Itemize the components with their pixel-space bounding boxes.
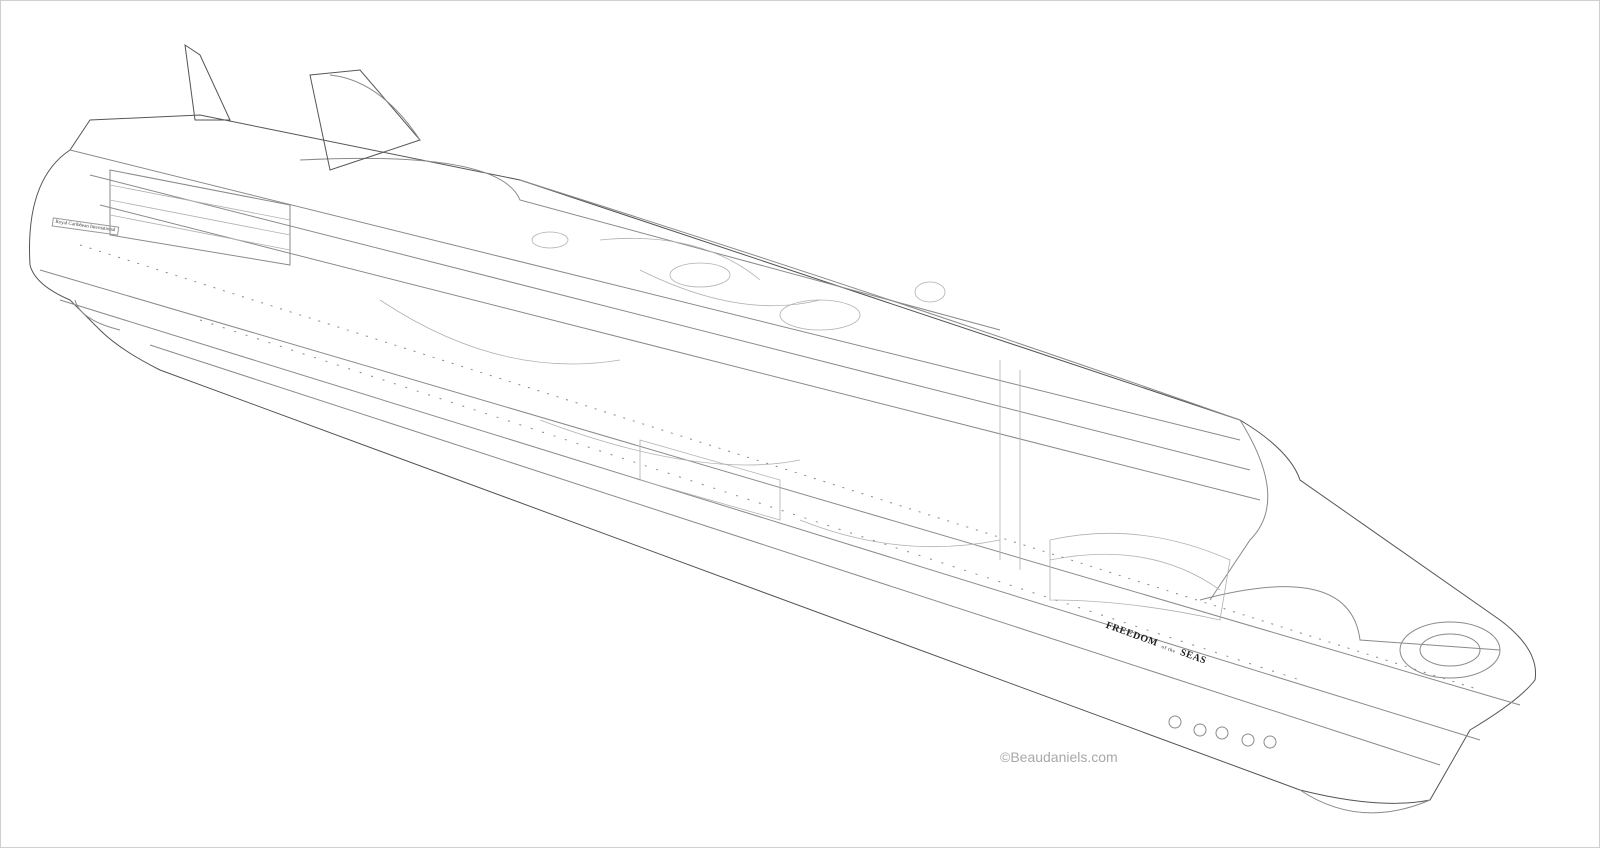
superstructure xyxy=(69,149,1501,679)
portholes xyxy=(79,244,1481,691)
interior-details xyxy=(379,231,1231,621)
bow-thrusters xyxy=(1168,715,1277,749)
copyright-watermark: ©Beaudaniels.com xyxy=(1000,749,1118,765)
hull-outline xyxy=(29,114,1537,814)
funnel xyxy=(184,43,421,171)
